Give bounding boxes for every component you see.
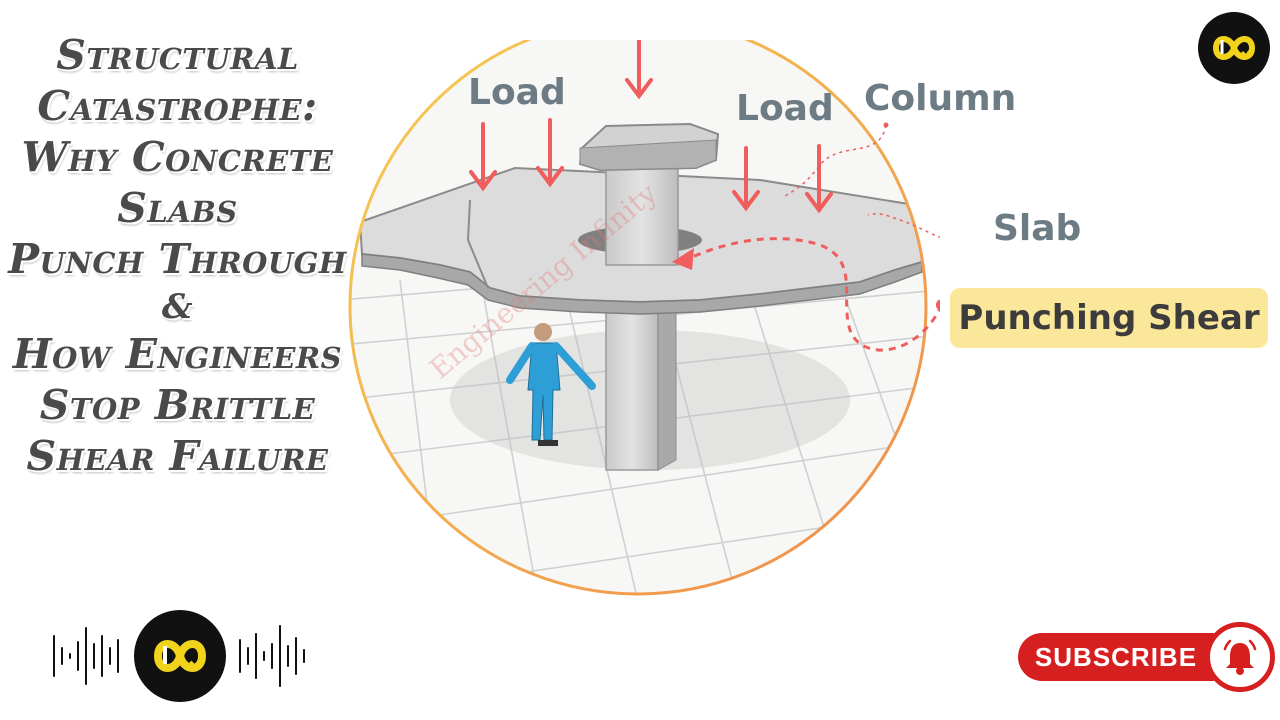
load-label-right: Load (736, 88, 834, 129)
shear-arrowhead (672, 248, 694, 270)
title-line: How Engineers (12, 330, 343, 378)
title-line: Stop Brittle (39, 381, 316, 429)
title-line: Why Concrete (21, 133, 334, 181)
video-title: Structural Catastrophe: Why Concrete Sla… (0, 30, 355, 482)
slab-label: Slab (993, 208, 1082, 249)
title-line: Shear Failure (26, 432, 329, 480)
worker-figure (506, 323, 596, 446)
audio-waveform-icon (53, 625, 305, 687)
bell-icon (1223, 639, 1257, 675)
title-ampersand: & (161, 287, 194, 327)
brand-logo-waveform (53, 610, 305, 702)
title-line: Punch Through (8, 235, 347, 283)
column-label: Column (864, 78, 1017, 119)
punching-shear-illustration: Engineering Infinity (348, 40, 940, 596)
infinity-logo-icon (1198, 12, 1270, 84)
slab-edge (361, 253, 923, 315)
shear-arrow (689, 237, 940, 352)
scene: Engineering Infinity (350, 40, 926, 594)
title-line: Slabs (117, 184, 238, 232)
load-label-left: Load (468, 72, 566, 113)
subscribe-button[interactable]: SUBSCRIBE (1018, 633, 1214, 681)
load-arrows (469, 40, 833, 214)
focus-ring (348, 40, 928, 596)
punching-shear-label: Punching Shear (950, 288, 1268, 348)
notification-bell-button[interactable] (1205, 622, 1275, 692)
title-line: Catastrophe: (37, 82, 318, 130)
shear-dot (936, 299, 940, 311)
infinity-logo-icon (134, 610, 226, 702)
leader-lines (784, 124, 940, 239)
title-line: Structural (56, 31, 299, 79)
